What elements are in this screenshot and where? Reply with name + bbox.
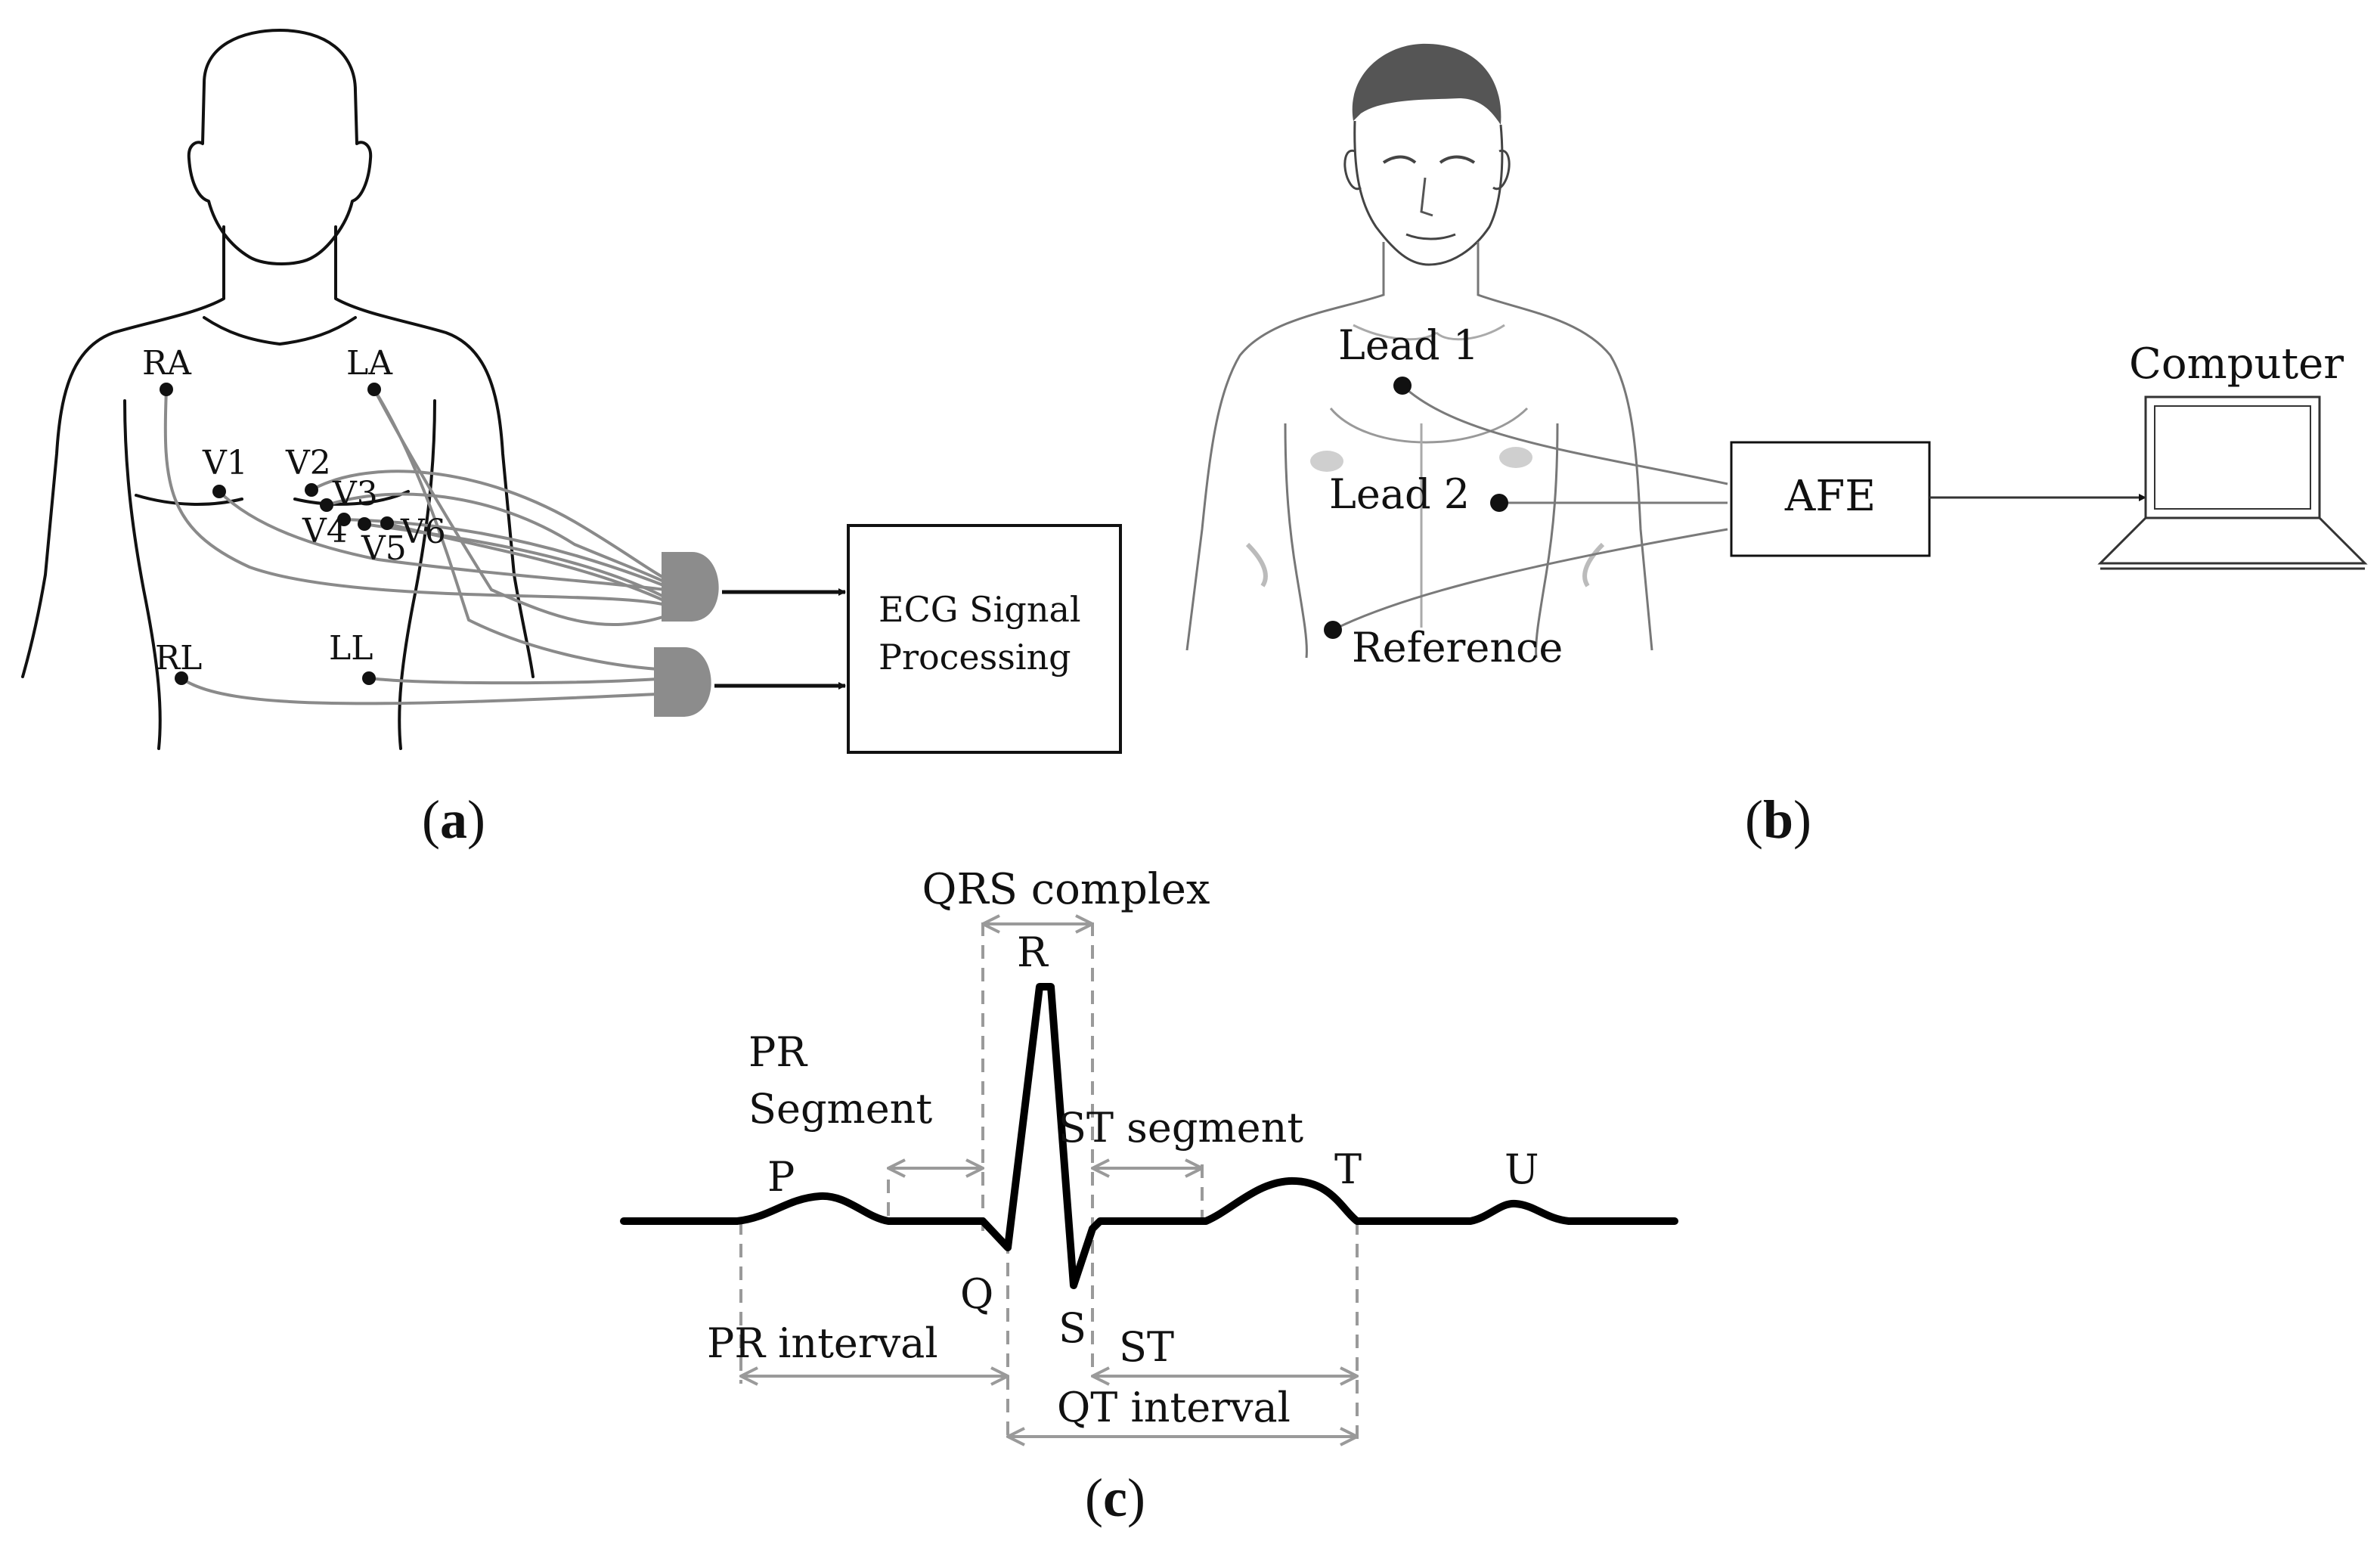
label-la: LA (346, 344, 393, 383)
electrode-v2 (305, 483, 318, 497)
electrode-labels: RA LA V1 V2 V3 V4 V5 V6 RL LL (142, 344, 446, 677)
label-computer: Computer (2129, 339, 2344, 389)
wave-label-s: S (1058, 1304, 1086, 1352)
label-pr-segment-line1: PR (748, 1028, 807, 1076)
wave-label-r: R (1017, 929, 1049, 976)
torso-outline-a (21, 29, 535, 750)
label-v6: V6 (400, 513, 446, 551)
label-ra: RA (142, 344, 192, 383)
electrode-v3 (320, 498, 333, 512)
electrode-dots (160, 383, 394, 685)
afe-label: AFE (1784, 472, 1876, 521)
label-st: ST (1119, 1323, 1174, 1371)
label-rl: RL (155, 639, 202, 677)
label-v5: V5 (361, 529, 407, 568)
label-v4: V4 (302, 512, 348, 550)
label-qrs-complex: QRS complex (922, 865, 1210, 914)
wire-lead1 (1401, 384, 1728, 485)
electrode-v4 (337, 513, 351, 526)
caption-a: (a) (422, 789, 485, 850)
electrode-v5 (358, 517, 371, 531)
afe-box (1730, 441, 1931, 557)
electrode-lead1 (1393, 377, 1412, 395)
caption-a-letter: a (440, 789, 467, 850)
amplifier-bottom (654, 647, 711, 717)
label-ll: LL (329, 629, 373, 668)
label-lead2: Lead 2 (1329, 470, 1470, 518)
label-lead1: Lead 1 (1338, 321, 1479, 369)
electrode-ra (160, 383, 173, 396)
caption-c-letter: c (1103, 1468, 1127, 1528)
wave-label-q: Q (960, 1270, 993, 1318)
label-qt-interval: QT interval (1057, 1384, 1291, 1431)
laptop-icon (2097, 395, 2368, 570)
label-v1: V1 (202, 444, 248, 482)
caption-c: (c) (1085, 1468, 1145, 1528)
amplifier-top (662, 552, 719, 622)
label-v3: V3 (332, 475, 378, 513)
electrode-ll (362, 671, 376, 685)
label-reference: Reference (1352, 624, 1563, 671)
panel-c: QRS complex PR Segment ST segment PR int… (620, 865, 1678, 1528)
label-v2: V2 (285, 444, 331, 482)
processing-label-line1: ECG Signal (879, 589, 1081, 630)
wave-label-u: U (1505, 1146, 1539, 1193)
ecg-processing-box (847, 524, 1122, 754)
hair (1352, 43, 1501, 125)
label-pr-segment-line2: Segment (748, 1085, 932, 1133)
caption-b: (b) (1745, 789, 1811, 850)
wire-reference (1332, 528, 1728, 631)
electrode-rl (175, 671, 188, 685)
caption-b-letter: b (1763, 789, 1793, 850)
electrode-wires (163, 388, 666, 705)
torso-figure-b (1185, 43, 1653, 659)
electrode-lead2 (1490, 494, 1508, 512)
panel-a: RA LA V1 V2 V3 V4 V5 V6 RL LL ECG Signal… (21, 29, 1122, 850)
wave-label-t: T (1334, 1146, 1362, 1193)
electrode-v1 (212, 485, 226, 498)
panel-b: Lead 1 Lead 2 Reference AFE Computer (b) (1185, 43, 2368, 850)
electrode-la (367, 383, 381, 396)
label-pr-interval: PR interval (707, 1319, 938, 1367)
electrode-v6 (380, 516, 394, 530)
wave-label-p: P (767, 1153, 795, 1201)
electrode-reference (1324, 621, 1342, 639)
label-st-segment: ST segment (1058, 1104, 1303, 1152)
processing-label-line2: Processing (879, 637, 1071, 677)
ecg-waveform (620, 983, 1678, 1289)
